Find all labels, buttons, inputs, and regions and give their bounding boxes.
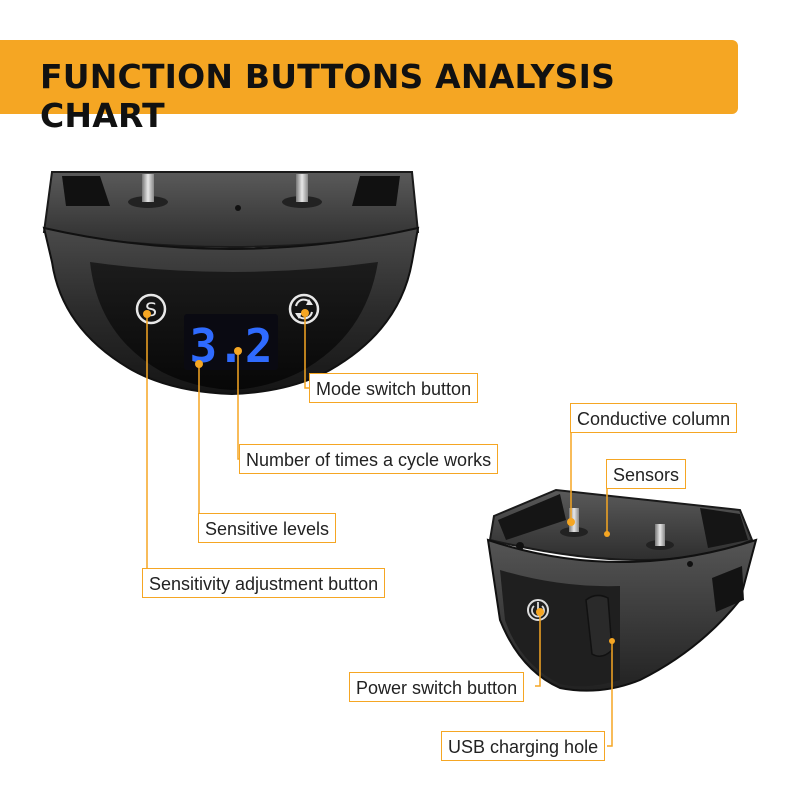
conductive-screw-left — [128, 174, 168, 208]
leader-dots — [143, 309, 615, 644]
label-conductive-column: Conductive column — [570, 403, 738, 433]
label-mode-switch-button: Mode switch button — [309, 373, 479, 403]
conductive-screw-right — [282, 174, 322, 208]
second-screw — [646, 524, 674, 550]
label-usb-charging-hole: USB charging hole — [441, 731, 606, 761]
title-banner: FUNCTION BUTTONS ANALYSIS CHART — [0, 40, 738, 135]
label-sensitive-levels: Sensitive levels — [198, 513, 337, 543]
label-sensitivity-adjustment-button: Sensitivity adjustment button — [142, 568, 386, 598]
label-cycle-count: Number of times a cycle works — [239, 444, 499, 474]
label-power-switch-button: Power switch button — [349, 672, 525, 702]
led-display-value: 3.2 — [189, 319, 272, 373]
label-sensors: Sensors — [606, 459, 687, 489]
collar-receiver-angled — [486, 488, 758, 692]
page-title: FUNCTION BUTTONS ANALYSIS CHART — [40, 57, 616, 135]
collar-receiver-front: 3.2 S — [42, 171, 420, 396]
cycle-arrows-icon[interactable] — [288, 293, 320, 325]
